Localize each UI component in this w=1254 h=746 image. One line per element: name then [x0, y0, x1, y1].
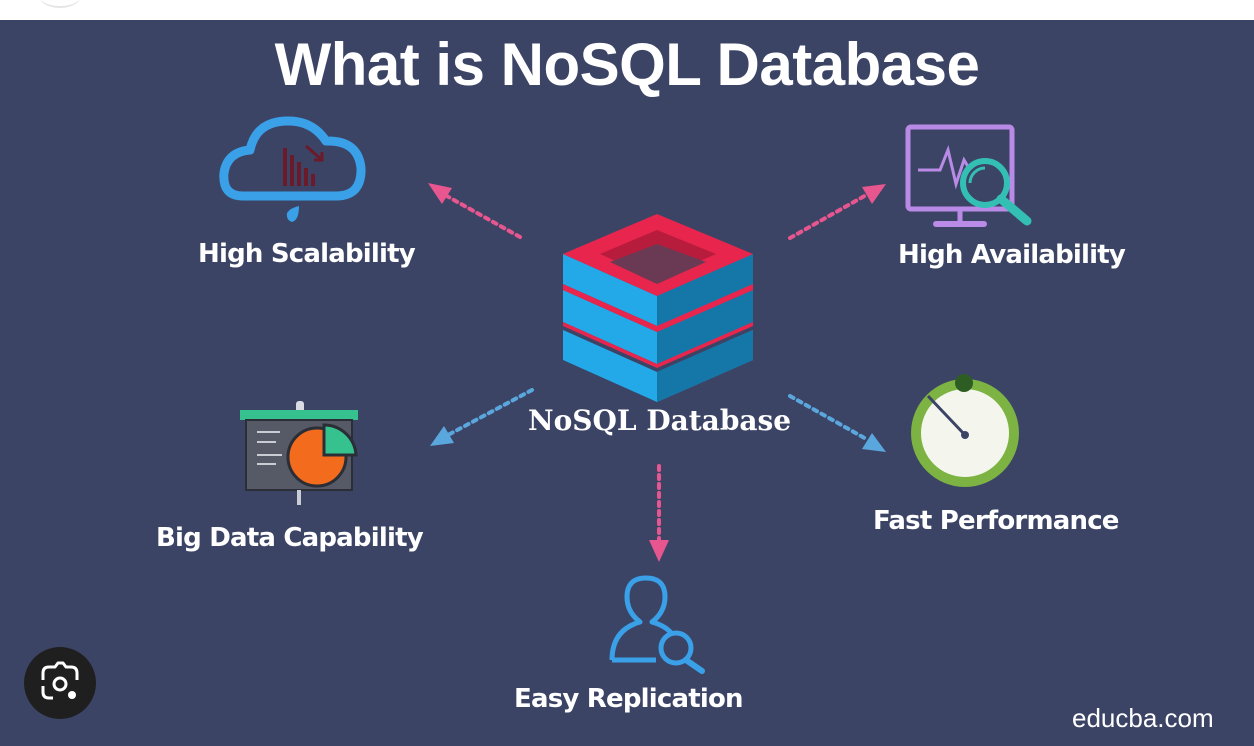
- page-title: What is NoSQL Database: [274, 31, 980, 98]
- center-database-label: NoSQL Database: [528, 404, 792, 437]
- user-search-icon: [609, 575, 705, 674]
- feature-big-data-capability: Big Data Capability: [156, 523, 424, 553]
- arrow-to-high-availability: [788, 184, 886, 240]
- cloud-chart-icon: [219, 116, 366, 222]
- monitor-search-icon: [905, 124, 1032, 227]
- source-watermark: educba.com: [1072, 703, 1214, 733]
- lens-camera-icon[interactable]: [24, 647, 96, 719]
- browser-top-strip: [0, 0, 1254, 20]
- stopwatch-icon: [911, 374, 1019, 487]
- arrow-to-high-scalability: [428, 183, 522, 239]
- database-stack-icon: [563, 214, 753, 402]
- feature-high-availability: High Availability: [898, 240, 1126, 270]
- presentation-pie-chart-icon: [240, 401, 358, 505]
- feature-easy-replication: Easy Replication: [514, 684, 744, 714]
- arrow-to-easy-replication: [649, 464, 669, 562]
- feature-fast-performance: Fast Performance: [873, 506, 1119, 536]
- arrow-to-big-data: [430, 388, 534, 446]
- feature-high-scalability: High Scalability: [198, 239, 416, 269]
- arrow-to-fast-performance: [788, 394, 886, 452]
